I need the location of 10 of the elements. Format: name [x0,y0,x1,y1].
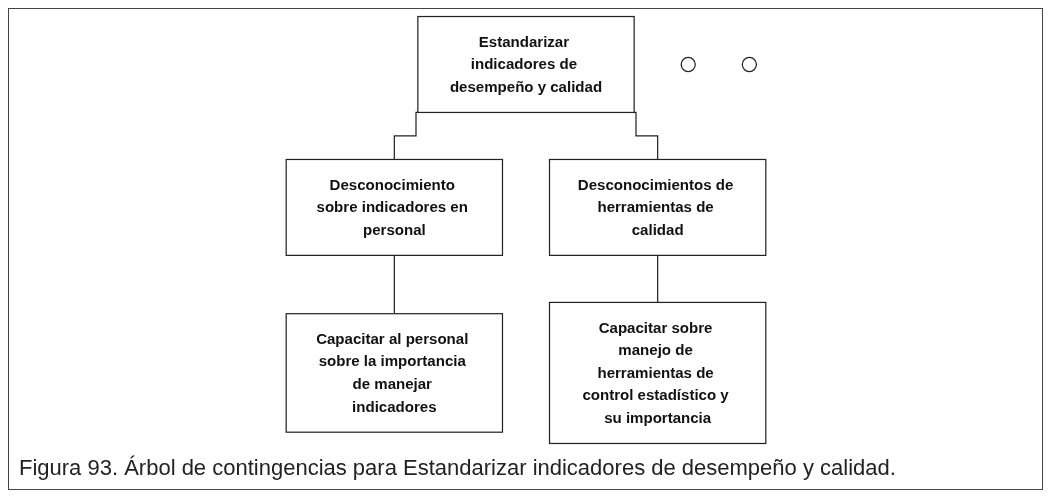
figure-caption: Figura 93. Árbol de contingencias para Estandarizar indicadores de desempeño y calidad. [18,454,897,482]
node-circle [741,56,757,73]
node-box: Desconocimientos de herramientas de calidad [548,158,766,256]
connector [656,254,658,304]
node-box: Capacitar sobre manejo de herramientas de control estadístico y su importancia [548,301,766,445]
node-box: Capacitar al personal sobre la importancia de manejar indicadores [285,313,503,433]
node-box: Desconocimiento sobre indicadores en personal [285,158,503,256]
node-box: Estandarizar indicadores de desempeño y calidad [416,15,635,114]
node-circle [680,56,696,73]
connector [393,254,395,315]
